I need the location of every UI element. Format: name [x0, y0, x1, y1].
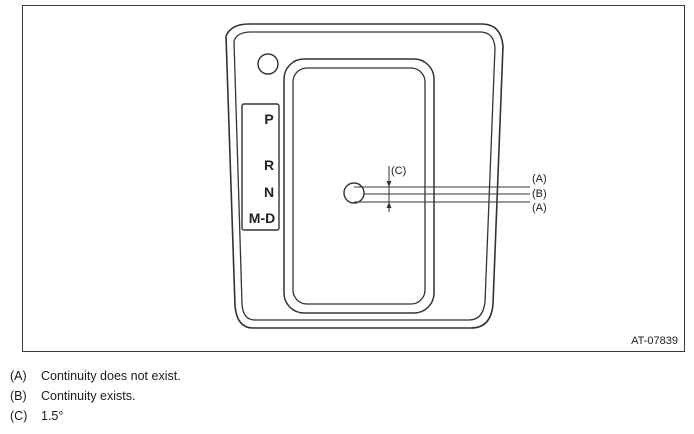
console-outer-outline	[225, 23, 504, 329]
lever-pivot-circle	[343, 182, 365, 204]
lock-release-circle	[257, 53, 279, 75]
figure-code: AT-07839	[631, 335, 678, 347]
gear-label-r: R	[264, 157, 274, 173]
callout-b: (B)	[532, 188, 547, 200]
console-inner-outline	[233, 31, 496, 321]
dimension-c-arrow-top	[386, 181, 392, 187]
callout-a-bottom: (A)	[532, 202, 547, 214]
gear-label-md: M-D	[249, 210, 275, 226]
diagram-frame: P R N M-D (C) (A) (B) (A) AT-07839	[22, 5, 685, 352]
shift-gate-inner	[292, 67, 426, 305]
legend-key: (A)	[10, 369, 27, 383]
gear-label-p: P	[264, 111, 273, 127]
legend-text: Continuity exists.	[41, 389, 136, 403]
shift-lever-diagram: P R N M-D (C) (A) (B) (A)	[225, 23, 547, 329]
legend-text: Continuity does not exist.	[41, 369, 181, 383]
legend-item: (B) Continuity exists.	[10, 386, 181, 406]
legend-item: (A) Continuity does not exist.	[10, 366, 181, 386]
legend-key: (C)	[10, 409, 28, 423]
legend-key: (B)	[10, 389, 27, 403]
dimension-c-arrow-bottom	[386, 202, 392, 208]
legend-text: 1.5°	[41, 409, 64, 423]
legend: (A) Continuity does not exist. (B) Continu…	[10, 366, 181, 426]
legend-item: (C) 1.5°	[10, 406, 181, 426]
callout-a-top: (A)	[532, 173, 547, 185]
gear-label-n: N	[264, 184, 274, 200]
shift-gate-outer	[283, 58, 435, 314]
gear-indicator-strip	[241, 103, 280, 231]
callout-c: (C)	[391, 165, 406, 177]
